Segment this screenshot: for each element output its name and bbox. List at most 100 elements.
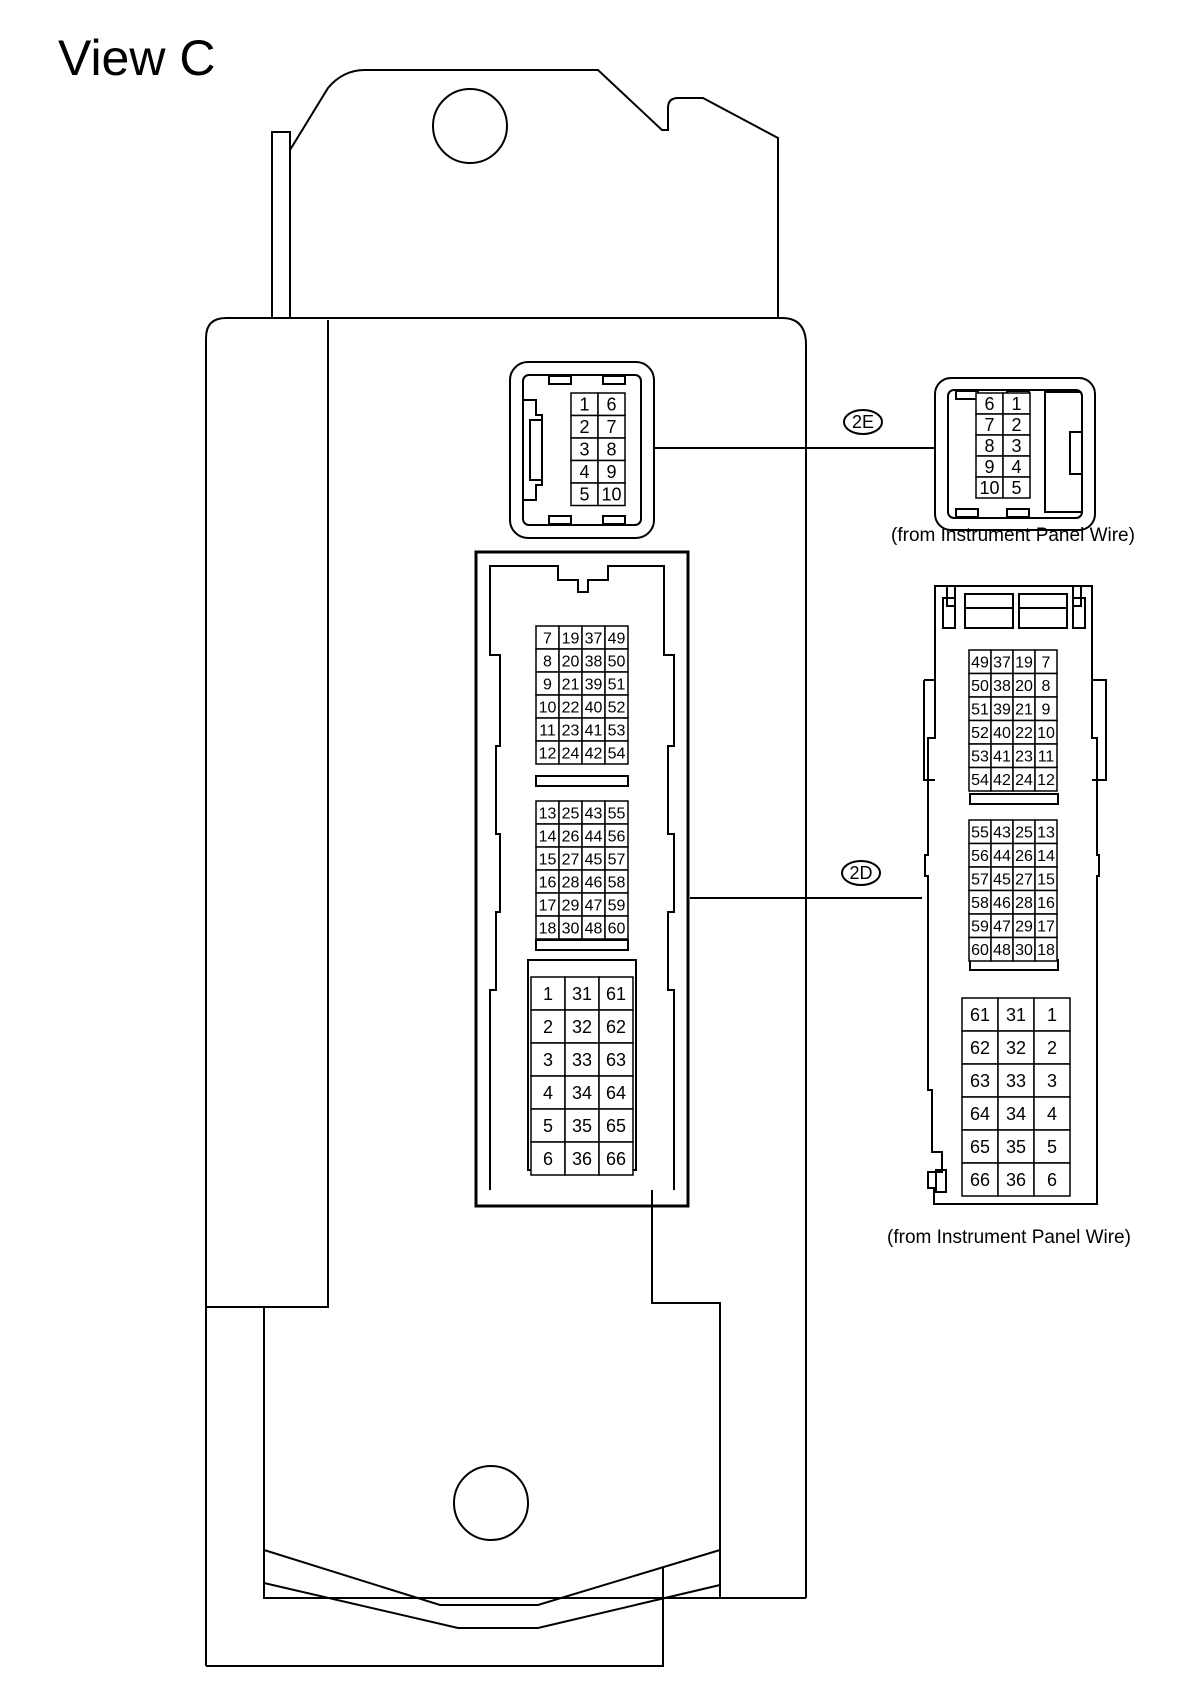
pin-number: 32 (1006, 1038, 1026, 1058)
pin-number: 10 (601, 485, 621, 505)
pin-number: 6 (606, 395, 616, 415)
pin-number: 7 (606, 417, 616, 437)
pin-number: 65 (606, 1116, 626, 1136)
pin-number: 24 (1015, 772, 1033, 789)
pin-number: 36 (1006, 1170, 1026, 1190)
pin-number: 3 (579, 440, 589, 460)
pin-number: 65 (970, 1137, 990, 1157)
pin-number: 45 (585, 851, 603, 868)
pin-number: 22 (1015, 725, 1033, 742)
pin-number: 58 (971, 895, 989, 912)
pin-number: 13 (1037, 825, 1055, 842)
pin-number: 1 (579, 395, 589, 415)
pin-number: 46 (585, 874, 603, 891)
pin-number: 46 (993, 895, 1011, 912)
pin-number: 9 (984, 457, 994, 477)
pin-cell (530, 1108, 566, 1143)
pin-number: 18 (1037, 942, 1055, 959)
pin-number: 35 (572, 1116, 592, 1136)
pin-cell (598, 1075, 634, 1110)
pin-number: 40 (993, 725, 1011, 742)
pin-number: 55 (971, 825, 989, 842)
pin-number: 7 (984, 415, 994, 435)
pin-number: 4 (579, 462, 589, 482)
pin-number: 63 (970, 1071, 990, 1091)
callout-2d: 2D (690, 860, 922, 899)
pin-number: 10 (1037, 725, 1055, 742)
callout-2d-label: 2D (849, 863, 872, 883)
pin-number: 10 (979, 478, 999, 498)
pin-number: 14 (539, 828, 557, 845)
pin-number: 45 (993, 872, 1011, 889)
upper-mounting-hole (432, 88, 508, 164)
pin-number: 6 (1047, 1170, 1057, 1190)
pin-number: 15 (539, 851, 557, 868)
pin-number: 63 (606, 1050, 626, 1070)
caption-2d: (from Instrument Panel Wire) (887, 1227, 1131, 1248)
pin-cell (1033, 1096, 1071, 1131)
pin-number: 56 (971, 848, 989, 865)
pin-number: 7 (1042, 655, 1051, 672)
pin-number: 35 (1006, 1137, 1026, 1157)
pin-number: 66 (606, 1149, 626, 1169)
pin-cell (1033, 1063, 1071, 1098)
pin-number: 17 (539, 897, 557, 914)
pin-number: 2 (579, 417, 589, 437)
callout-2e-label: 2E (852, 412, 874, 432)
pin-number: 5 (579, 485, 589, 505)
pin-number: 23 (562, 722, 580, 739)
pin-number: 34 (572, 1083, 592, 1103)
pin-cell (1034, 766, 1058, 792)
pin-cell (604, 740, 629, 765)
pin-number: 52 (971, 725, 989, 742)
pin-number: 54 (608, 745, 626, 762)
pin-number: 26 (562, 828, 580, 845)
pin-number: 3 (1047, 1071, 1057, 1091)
pin-number: 16 (539, 874, 557, 891)
pin-number: 49 (608, 630, 626, 647)
pin-cell (564, 976, 600, 1011)
pin-number: 5 (1047, 1137, 1057, 1157)
pin-number: 11 (539, 722, 556, 739)
pin-number: 61 (606, 984, 626, 1004)
pin-number: 39 (585, 676, 603, 693)
pin-number: 27 (1015, 872, 1033, 889)
pin-number: 28 (1015, 895, 1033, 912)
pin-number: 42 (993, 772, 1011, 789)
pin-number: 62 (970, 1038, 990, 1058)
pin-number: 21 (562, 676, 580, 693)
pin-number: 51 (971, 702, 989, 719)
pin-number: 8 (984, 436, 994, 456)
pin-number: 16 (1037, 895, 1055, 912)
pin-number: 33 (1006, 1071, 1026, 1091)
pin-number: 60 (608, 920, 626, 937)
pin-number: 3 (1011, 436, 1021, 456)
pin-number: 39 (993, 702, 1011, 719)
view-title: View C (58, 30, 215, 86)
pin-cell (598, 976, 634, 1011)
pin-number: 40 (585, 699, 603, 716)
pin-number: 47 (993, 919, 1011, 936)
pin-number: 37 (993, 655, 1011, 672)
pin-number: 34 (1006, 1104, 1026, 1124)
pin-number: 58 (608, 874, 626, 891)
pin-number: 38 (993, 678, 1011, 695)
pin-number: 20 (562, 653, 580, 670)
ecu-body (205, 69, 807, 1667)
pin-number: 48 (585, 920, 603, 937)
pin-number: 15 (1037, 872, 1055, 889)
lower-mounting-hole (453, 1465, 529, 1541)
pin-number: 33 (572, 1050, 592, 1070)
pin-number: 32 (572, 1017, 592, 1037)
pin-number: 2 (1011, 415, 1021, 435)
pin-cell (1002, 476, 1031, 499)
pin-cell (961, 997, 999, 1032)
pin-number: 29 (562, 897, 580, 914)
pin-number: 57 (971, 872, 989, 889)
pin-number: 28 (562, 874, 580, 891)
